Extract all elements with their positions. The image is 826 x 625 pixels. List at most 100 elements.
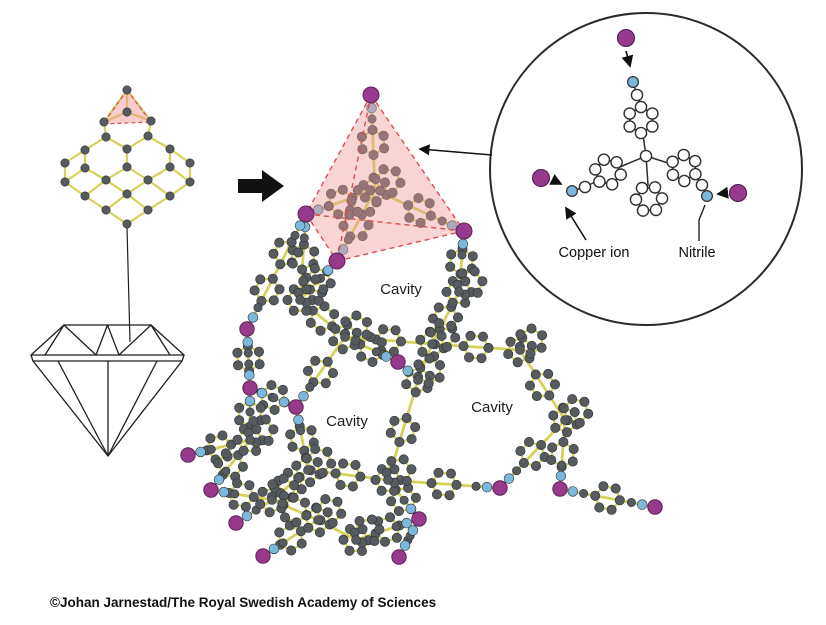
carbon-atom [101,205,111,215]
carbon-atom [441,341,452,352]
carbon-atom [305,382,315,392]
carbon-atom [433,302,444,313]
carbon-atom [122,107,132,117]
carbon-atom [391,532,402,543]
nitrogen-atom [405,503,417,514]
tetrahedron-edge [336,94,372,262]
carbon-atom [337,184,348,195]
carbon-atom [368,150,379,161]
carbon-atom [101,175,111,185]
carbon-atom [122,144,132,154]
carbon-atom [267,495,277,505]
nitrogen-atom [447,220,458,231]
carbon-atom [325,278,336,289]
carbon-atom [206,444,216,454]
tetrahedron-edge [305,213,338,262]
nitrogen-atom [503,473,515,484]
carbon-atom [352,185,363,196]
carbon-atom [80,163,90,173]
carbon-atom [361,329,372,340]
atom [605,177,619,191]
carbon-atom [410,492,421,503]
carbon-atom [309,263,320,274]
carbon-atom [328,336,339,347]
carbon-atom [376,337,387,348]
carbon-atom [379,177,390,188]
carbon-atom [457,268,468,279]
carbon-atom [457,250,467,260]
carbon-atom [406,434,417,445]
inset-pointer-arrow [418,144,493,156]
carbon-atom [295,426,305,436]
carbon-atom [444,490,455,501]
mini-tetrahedron-highlight [101,88,153,125]
copper-ion-atom [531,168,551,188]
carbon-atom [410,422,421,433]
carbon-atom [579,396,590,407]
carbon-atom [338,534,349,545]
nitrogen-atom [555,470,567,482]
arrow-right-copper [716,186,729,199]
carbon-atom [277,384,288,395]
carbon-atom [340,332,350,342]
gem-girdle [30,354,185,362]
atom [623,107,637,120]
nitrogen-atom [293,414,304,425]
carbon-atom [320,494,331,505]
carbon-atom [460,297,471,308]
carbon-atom [351,535,361,545]
tetrahedron-edge [370,94,465,232]
carbon-atom [367,114,377,124]
nitrogen-atom [244,369,255,381]
carbon-atom [568,443,579,454]
nitrogen-atom [218,486,230,498]
carbon-atom [549,379,560,390]
carbon-atom [371,196,382,207]
carbon-atom [384,512,395,523]
carbon-atom [424,198,435,209]
inset-group: Copper ion Nitrile [418,12,803,326]
carbon-atom [401,379,412,390]
carbon-atom [537,330,548,341]
copper-ion-atom [647,499,663,515]
nitrogen-atom [700,190,713,203]
carbon-atom [299,233,309,243]
carbon-atom [386,496,397,507]
bond [102,88,129,124]
carbon-atom [399,495,409,505]
carbon-atom [446,320,457,331]
carbon-atom [567,456,578,467]
nitrogen-atom [337,244,349,255]
carbon-atom [434,372,445,383]
carbon-atom [471,481,481,491]
carbon-atom [390,325,401,336]
carbon-atom [306,425,317,436]
carbon-atom [291,517,302,528]
carbon-atom [370,174,381,185]
carbon-atom [452,312,463,323]
atom [614,168,628,181]
inset-arrows [549,50,729,241]
carbon-atom [80,191,90,201]
carbon-atom [441,286,452,297]
carbon-atom [463,352,474,363]
atom [678,174,691,188]
carbon-atom [550,422,561,433]
carbon-atom [243,348,253,358]
carbon-atom [351,310,362,321]
carbon-atom [454,287,464,297]
carbon-atom [220,448,231,459]
arrow-left-copper [549,174,563,185]
nitrile-label: Nitrile [678,245,715,261]
carbon-atom [275,259,286,270]
atom [649,203,663,217]
carbon-atom [395,336,406,347]
nitrogen-atom [241,510,253,522]
atom [634,126,648,140]
carbon-atom [413,193,424,204]
carbon-atom [322,356,333,367]
carbon-atom [248,491,259,502]
carbon-atom [299,497,310,508]
nitrogen-atom [195,446,206,458]
